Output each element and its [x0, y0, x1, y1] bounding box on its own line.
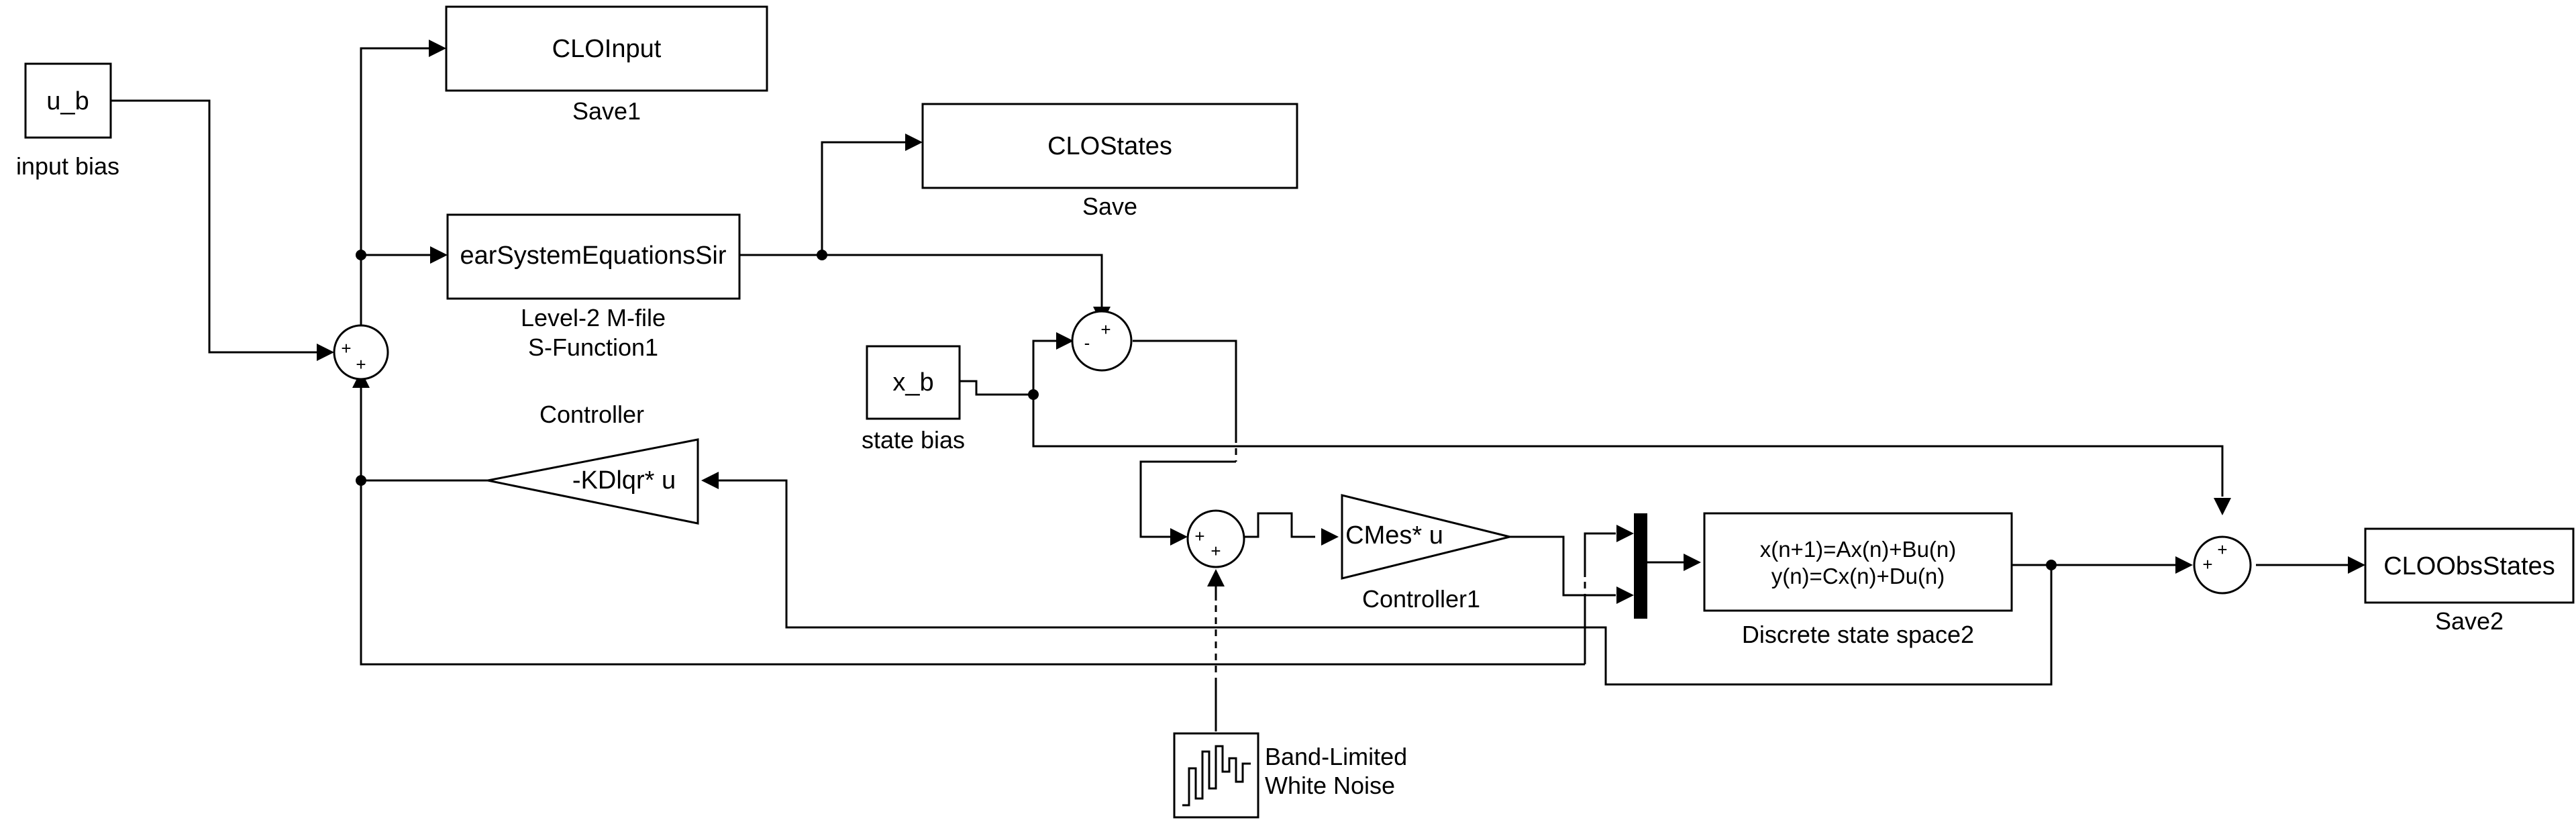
- arrow-clo-obs: [2348, 556, 2365, 574]
- arrow-sum4-left: [2175, 556, 2193, 574]
- block-text: CLOInput: [552, 35, 662, 63]
- block-label: Level-2 M-file: [521, 304, 666, 331]
- wire-to-sum2[interactable]: [822, 254, 1103, 309]
- sum-block-1[interactable]: + +: [333, 324, 389, 380]
- sum-sign: -: [1084, 333, 1090, 353]
- wire-xb-to-sum4[interactable]: [1032, 395, 2224, 497]
- signal-wires: [111, 47, 2349, 731]
- block-white-noise[interactable]: Band-Limited White Noise: [1173, 732, 1407, 819]
- block-controller-gain[interactable]: -KDlqr* u Controller: [487, 401, 699, 525]
- block-label: Save1: [572, 97, 641, 125]
- branch-point: [356, 475, 366, 486]
- branch-point: [1028, 389, 1039, 400]
- block-text: x(n+1)=Ax(n)+Bu(n): [1760, 537, 1957, 562]
- arrow-sum4-top: [2214, 498, 2231, 515]
- wire-feedback-to-mux-top[interactable]: [1584, 532, 1616, 577]
- arrow-controller-in: [701, 472, 719, 489]
- wire-to-clo-states[interactable]: [821, 141, 906, 255]
- block-discrete-state-space[interactable]: x(n+1)=Ax(n)+Bu(n) y(n)=Cx(n)+Du(n) Disc…: [1703, 512, 2013, 648]
- sum-sign: +: [2217, 540, 2227, 560]
- block-text: u_b: [46, 87, 89, 115]
- block-s-function[interactable]: earSystemEquationsSir Level-2 M-file S-F…: [446, 213, 741, 361]
- wire-controller1-to-mux[interactable]: [1510, 535, 1616, 597]
- arrow-mux-bottom: [1616, 586, 1634, 604]
- block-label: Discrete state space2: [1742, 621, 1974, 648]
- block-text: -KDlqr* u: [572, 466, 676, 495]
- block-text: CLOStates: [1047, 132, 1172, 160]
- block-input-bias[interactable]: u_b input bias: [16, 62, 119, 180]
- arrow-mux-top: [1616, 525, 1634, 542]
- block-state-bias[interactable]: x_b state bias: [862, 345, 965, 454]
- wire-sum2-out[interactable]: [1133, 340, 1237, 436]
- arrowheads: [317, 40, 2365, 604]
- block-clo-input[interactable]: CLOInput Save1: [445, 5, 768, 125]
- sum-block-4[interactable]: + +: [2193, 535, 2252, 595]
- arrow-clo-input: [429, 40, 446, 57]
- branch-point: [356, 250, 366, 260]
- wire-sum2-to-sum3[interactable]: [1139, 460, 1236, 538]
- sum-sign: +: [1194, 526, 1204, 546]
- wire-to-clo-input[interactable]: [360, 47, 429, 255]
- wire-ss-feedback[interactable]: [718, 479, 2053, 686]
- arrow-sum3-bottom: [1207, 569, 1225, 586]
- wire-sum3-to-controller1[interactable]: [1243, 512, 1315, 538]
- block-label: Controller1: [1362, 585, 1480, 613]
- sum-sign: +: [1100, 319, 1111, 340]
- arrow-sum3-left: [1170, 528, 1188, 546]
- sum-block-2[interactable]: + -: [1071, 310, 1133, 372]
- block-label: S-Function1: [528, 333, 658, 361]
- branch-points: [356, 250, 2057, 570]
- block-label: Save2: [2435, 607, 2504, 635]
- arrow-ss: [1684, 554, 1701, 571]
- block-label: Save: [1082, 193, 1137, 220]
- block-clo-obs-states[interactable]: CLOObsStates Save2: [2364, 527, 2575, 635]
- wire-xb-to-sum2[interactable]: [1032, 340, 1059, 395]
- arrow-controller1: [1321, 528, 1339, 546]
- wire-ub-to-sum1[interactable]: [111, 99, 319, 354]
- wire-controller-loop[interactable]: [360, 480, 1585, 666]
- block-label: input bias: [16, 152, 119, 180]
- block-text: earSystemEquationsSir: [460, 242, 726, 270]
- block-text: CMes* u: [1345, 521, 1443, 550]
- arrow-sfunction: [430, 246, 448, 264]
- block-label: Controller: [539, 401, 644, 428]
- block-text: CLOObsStates: [2383, 552, 2555, 580]
- sum-sign: +: [1210, 541, 1221, 561]
- block-text: y(n)=Cx(n)+Du(n): [1771, 564, 1945, 588]
- block-label: Band-Limited: [1265, 743, 1407, 770]
- sum-sign: +: [356, 354, 366, 374]
- arrow-sum1-left: [317, 344, 334, 361]
- sum-block-3[interactable]: + +: [1186, 509, 1245, 568]
- block-mux[interactable]: [1634, 513, 1647, 619]
- branch-point: [817, 250, 827, 260]
- arrow-sum2-left: [1056, 332, 1074, 350]
- block-label: White Noise: [1265, 772, 1395, 799]
- sum-sign: +: [2202, 554, 2212, 574]
- noise-signal-icon: [1182, 745, 1251, 807]
- arrow-clo-states: [905, 134, 923, 151]
- branch-point: [2046, 560, 2057, 570]
- block-clo-states[interactable]: CLOStates Save: [921, 103, 1298, 220]
- wire-xb-out[interactable]: [960, 380, 1033, 396]
- block-label: state bias: [862, 426, 965, 454]
- block-text: x_b: [892, 368, 933, 397]
- sum-sign: +: [341, 338, 351, 358]
- block-controller1-gain[interactable]: CMes* u Controller1: [1341, 494, 1510, 613]
